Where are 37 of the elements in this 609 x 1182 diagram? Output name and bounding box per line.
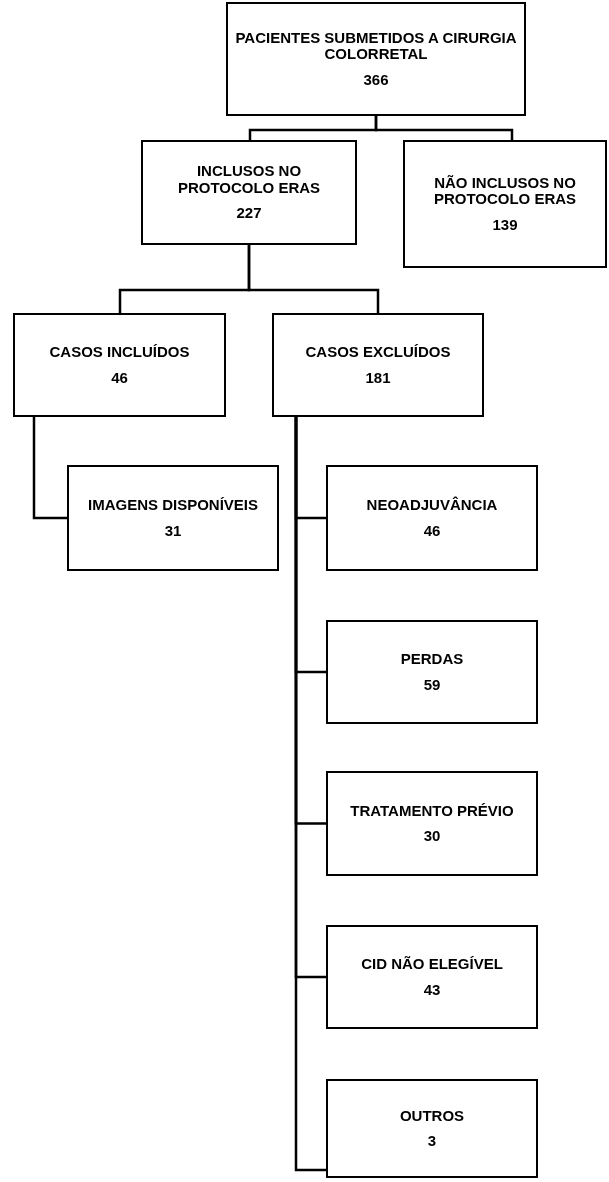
box-label: NEOADJUVÂNCIA — [366, 497, 498, 514]
count-value: 46 — [423, 522, 441, 539]
count-value: 59 — [423, 676, 441, 693]
process-box — [226, 2, 526, 116]
count-value: 30 — [423, 828, 441, 845]
count-value: 139 — [492, 216, 518, 234]
connector-line — [247, 245, 380, 313]
process-box — [272, 313, 484, 417]
count-value: 43 — [423, 981, 441, 998]
box-label: IMAGENS DISPONÍVEIS — [87, 497, 258, 514]
process-box — [326, 1079, 538, 1178]
process-box — [326, 465, 538, 571]
box-label: CASOS INCLUÍDOS — [49, 344, 190, 361]
connector-line — [294, 417, 326, 1172]
count-value: 3 — [427, 1133, 437, 1150]
count-value: 227 — [236, 205, 262, 222]
count-value: 31 — [164, 522, 182, 539]
box-label: PACIENTES SUBMETIDOS A CIRURGIA COLORRETAL — [234, 29, 518, 63]
box-label: OUTROS — [399, 1107, 465, 1124]
connector-line — [32, 417, 67, 520]
count-value: 46 — [111, 369, 128, 386]
process-box — [403, 140, 607, 268]
box-label: INCLUSOS NO PROTOCOLO ERAS — [176, 163, 322, 197]
process-box — [326, 620, 538, 724]
box-label: TRATAMENTO PRÉVIO — [350, 802, 514, 819]
process-box — [141, 140, 357, 245]
box-label: PERDAS — [400, 651, 464, 668]
count-value: 366 — [363, 71, 389, 89]
box-label: CID NÃO ELEGÍVEL — [361, 956, 503, 973]
process-box — [13, 313, 226, 417]
box-label: CASOS EXCLUÍDOS — [305, 344, 451, 361]
box-label: NÃO INCLUSOS NO PROTOCOLO ERAS — [432, 174, 578, 208]
connector-line — [374, 116, 514, 140]
process-box — [326, 771, 538, 876]
process-box — [326, 925, 538, 1029]
process-box — [67, 465, 279, 571]
count-value: 181 — [365, 369, 391, 386]
